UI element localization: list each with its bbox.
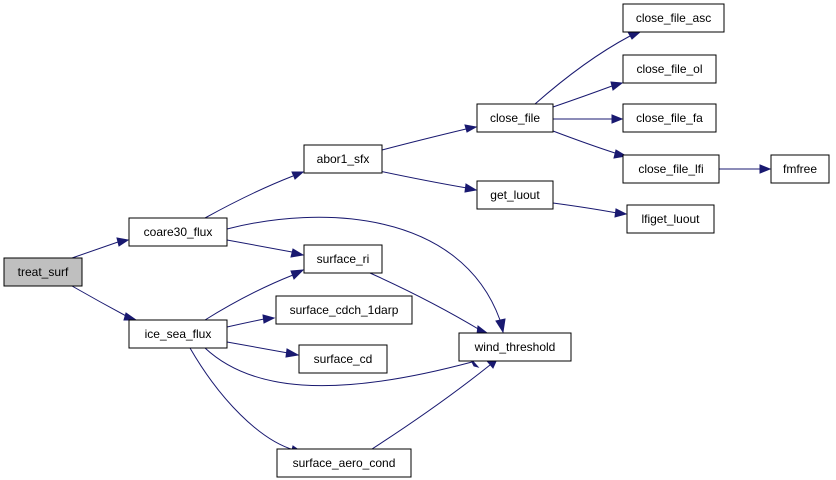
edge-arrowhead	[610, 81, 624, 91]
node-surface-cdch-1darp-label: surface_cdch_1darp	[290, 303, 399, 317]
edge-line	[71, 285, 129, 318]
node-close-file-lfi-label: close_file_lfi	[638, 162, 703, 176]
edge-line	[369, 272, 481, 331]
node-close-file[interactable]: close_file	[476, 103, 554, 133]
edge-coare30-flux-to-abor1-sfx	[204, 171, 305, 219]
edge-line	[552, 85, 613, 108]
node-lfiget-luout-label: lfiget_luout	[641, 212, 700, 226]
edge-arrowhead	[290, 248, 305, 258]
edge-arrowhead	[759, 164, 772, 174]
edge-close-file-lfi-to-fmfree	[719, 164, 772, 174]
edge-close-file-to-close-file-ol	[552, 81, 624, 108]
edge-arrowhead	[495, 318, 506, 334]
edge-ice-sea-flux-to-surface-aero-cond	[189, 347, 305, 455]
node-fmfree-label: fmfree	[783, 162, 817, 176]
edge-arrowhead	[614, 208, 628, 218]
edge-line	[204, 175, 294, 219]
node-wind-threshold[interactable]: wind_threshold	[458, 332, 572, 362]
edge-line	[381, 128, 467, 151]
node-ice-sea-flux-label: ice_sea_flux	[145, 327, 212, 341]
node-surface-aero-cond[interactable]: surface_aero_cond	[276, 448, 412, 478]
edge-line	[552, 202, 618, 214]
node-get-luout-label: get_luout	[490, 188, 540, 202]
edge-line	[371, 364, 491, 450]
node-close-file-ol[interactable]: close_file_ol	[622, 54, 717, 84]
node-coare30-flux-label: coare30_flux	[144, 225, 213, 239]
edge-arrowhead	[123, 312, 138, 321]
edge-close-file-to-close-file-lfi	[552, 130, 628, 159]
node-close-file-label: close_file	[490, 111, 540, 125]
node-surface-cd-label: surface_cd	[314, 352, 373, 366]
node-ice-sea-flux[interactable]: ice_sea_flux	[128, 319, 228, 349]
edge-line	[71, 241, 119, 259]
edges-layer	[71, 31, 772, 455]
edge-line	[226, 341, 289, 354]
edge-surface-aero-cond-to-wind-threshold	[371, 358, 498, 450]
edge-arrowhead	[116, 237, 130, 247]
node-close-file-lfi[interactable]: close_file_lfi	[622, 154, 720, 184]
nodes-layer: treat_surf coare30_flux ice_sea_flux abo…	[3, 3, 830, 478]
edge-coare30-flux-to-surface-ri	[226, 239, 305, 258]
node-coare30-flux[interactable]: coare30_flux	[128, 217, 228, 247]
edge-abor1-sfx-to-close-file	[381, 124, 478, 151]
node-surface-cdch-1darp[interactable]: surface_cdch_1darp	[275, 295, 413, 325]
edge-ice-sea-flux-to-surface-cdch-1darp	[226, 314, 276, 328]
node-close-file-asc[interactable]: close_file_asc	[622, 3, 725, 33]
node-treat-surf-label: treat_surf	[18, 265, 69, 279]
node-lfiget-luout[interactable]: lfiget_luout	[626, 204, 715, 234]
edge-arrowhead	[464, 183, 478, 193]
edge-close-file-to-close-file-fa	[553, 114, 624, 124]
edge-line	[552, 130, 619, 155]
edge-treat-surf-to-ice-sea-flux	[71, 285, 138, 321]
edge-arrowhead	[262, 314, 276, 324]
edge-line	[226, 239, 293, 253]
node-surface-cd[interactable]: surface_cd	[298, 344, 388, 374]
node-treat-surf[interactable]: treat_surf	[3, 257, 83, 287]
edge-ice-sea-flux-to-surface-cd	[226, 341, 300, 358]
node-close-file-asc-label: close_file_asc	[636, 11, 711, 25]
edge-line	[204, 347, 473, 387]
edge-line	[534, 35, 631, 105]
edge-arrowhead	[285, 348, 300, 358]
edge-arrowhead	[464, 124, 478, 133]
node-wind-threshold-label: wind_threshold	[474, 340, 556, 354]
node-close-file-fa[interactable]: close_file_fa	[622, 103, 717, 133]
node-fmfree[interactable]: fmfree	[770, 154, 830, 184]
node-close-file-fa-label: close_file_fa	[636, 111, 703, 125]
node-surface-ri[interactable]: surface_ri	[303, 244, 383, 274]
edge-arrowhead	[291, 171, 305, 180]
edge-line	[189, 347, 295, 451]
node-surface-aero-cond-label: surface_aero_cond	[293, 456, 396, 470]
edge-coare30-flux-to-wind-threshold	[226, 216, 506, 334]
node-abor1-sfx[interactable]: abor1_sfx	[303, 144, 383, 174]
node-close-file-ol-label: close_file_ol	[636, 62, 702, 76]
node-get-luout[interactable]: get_luout	[476, 180, 554, 210]
edge-line	[204, 274, 294, 321]
edge-arrowhead	[627, 31, 642, 40]
edge-arrowhead	[290, 269, 305, 280]
edge-line	[226, 318, 265, 328]
edge-get-luout-to-lfiget-luout	[552, 202, 628, 218]
edge-treat-surf-to-coare30-flux	[71, 237, 130, 259]
edge-ice-sea-flux-to-surface-ri	[204, 269, 305, 321]
edge-arrowhead	[611, 114, 624, 124]
edge-line	[226, 216, 501, 321]
node-abor1-sfx-label: abor1_sfx	[317, 152, 370, 166]
node-surface-ri-label: surface_ri	[317, 252, 370, 266]
